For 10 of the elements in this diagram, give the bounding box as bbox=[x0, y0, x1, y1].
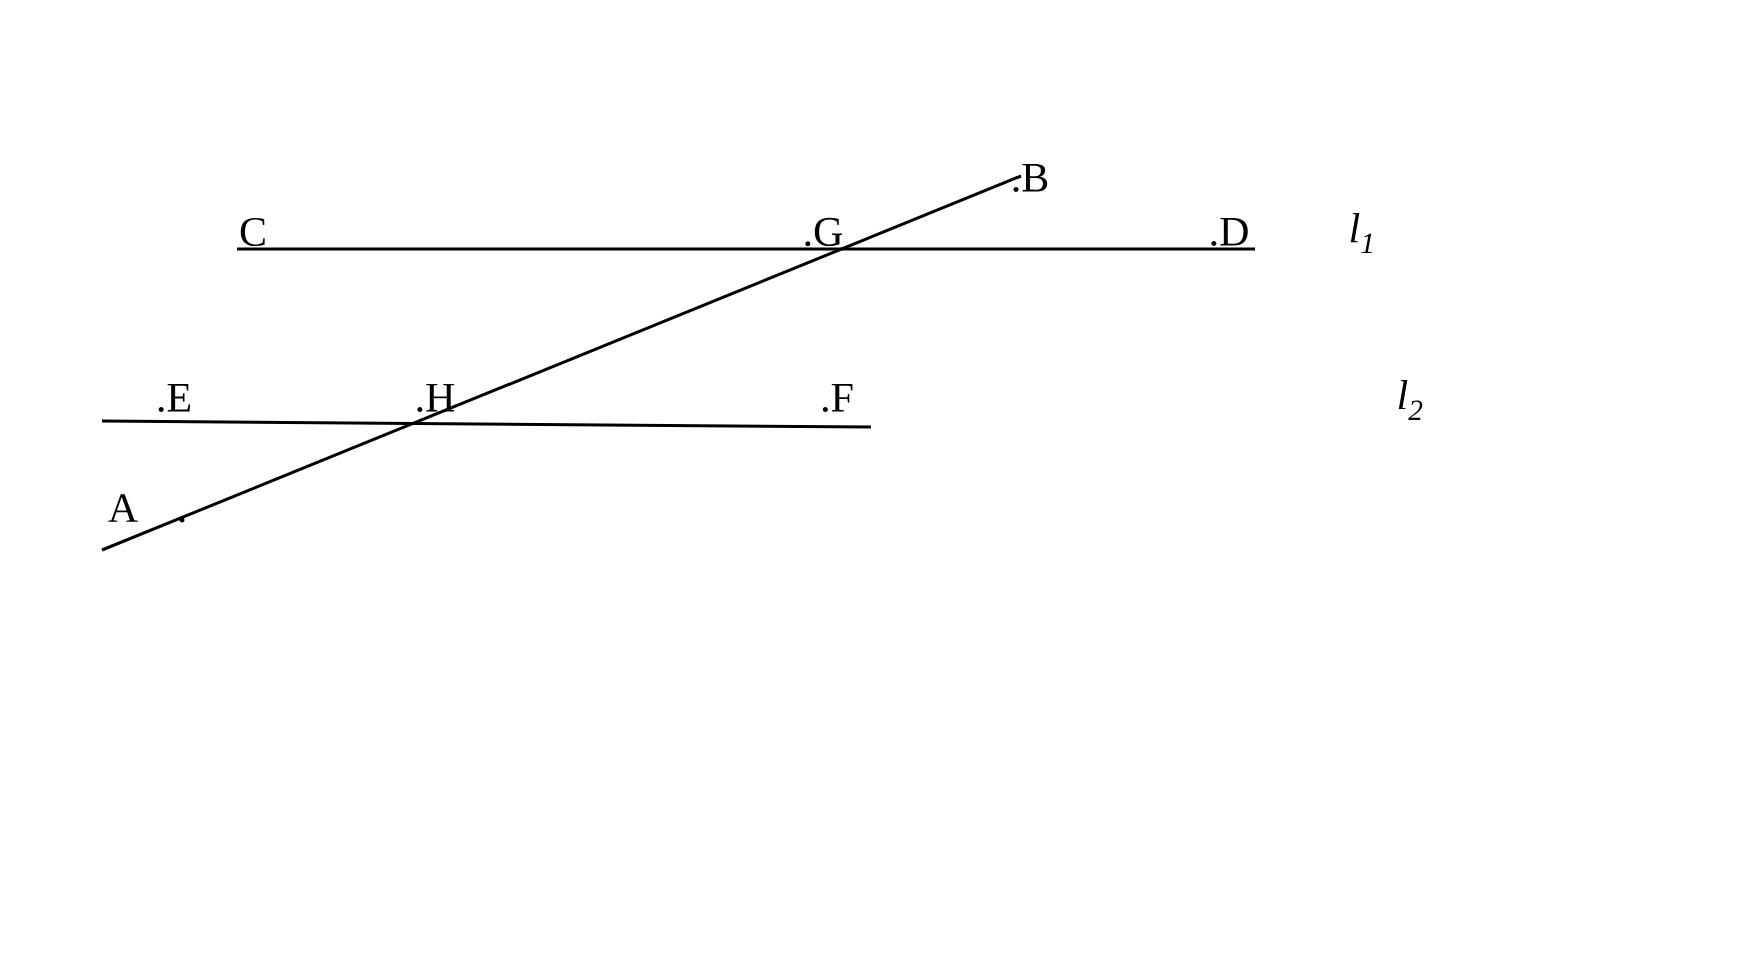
point-label: C bbox=[240, 217, 265, 247]
point-label: .G bbox=[805, 217, 843, 247]
point-label: .F bbox=[822, 383, 853, 413]
line-label: l$_{1}$ bbox=[1350, 213, 1372, 253]
line-label: l$_{2}$ bbox=[1398, 380, 1423, 420]
point-label: .E bbox=[158, 383, 190, 413]
point-label: .B bbox=[1013, 163, 1048, 193]
point-label: .H bbox=[417, 383, 455, 413]
point-label: A bbox=[108, 494, 138, 522]
point-label: .D bbox=[1211, 217, 1248, 247]
